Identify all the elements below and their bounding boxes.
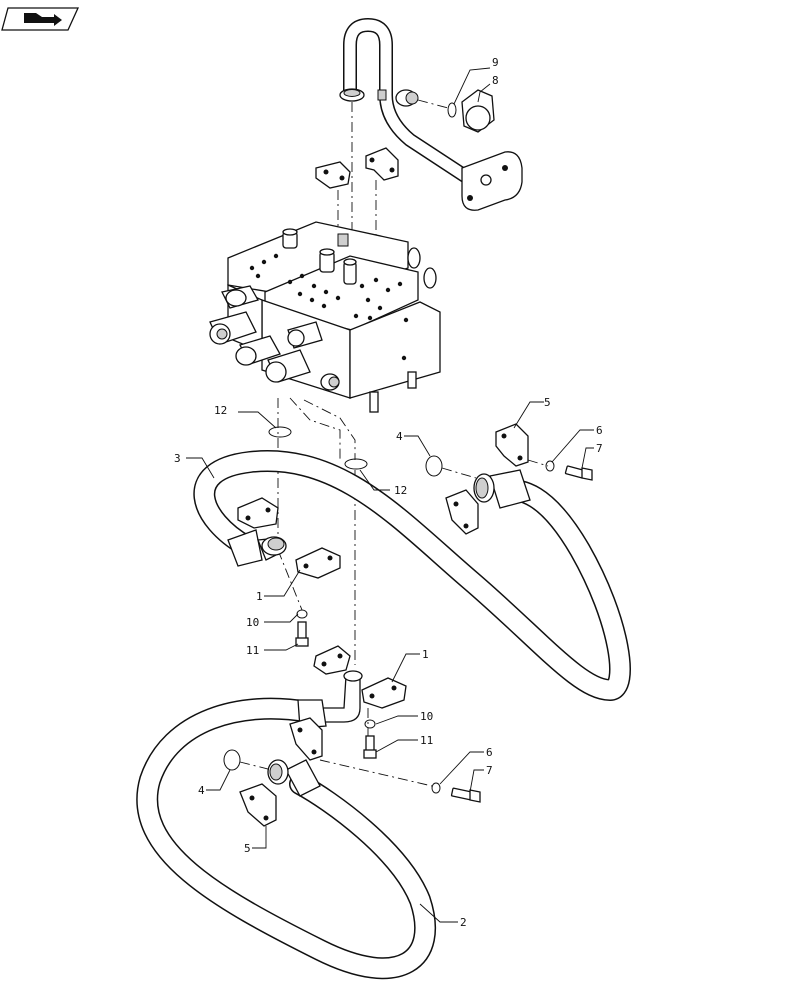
hose-3 <box>193 450 631 702</box>
callout-7-lower: 7 <box>486 764 493 777</box>
cap-nut-8 <box>461 89 495 133</box>
washer-6-lower <box>431 782 441 794</box>
callout-10-lower: 10 <box>420 710 433 723</box>
callout-11-upper: 11 <box>246 644 259 657</box>
o-ring-4-upper <box>425 455 443 477</box>
callout-1-lower: 1 <box>422 648 429 661</box>
callout-4-lower: 4 <box>198 784 205 797</box>
elbow-fitting-lower <box>315 670 363 723</box>
clamp-half-1-upper <box>295 547 341 579</box>
callout-5-upper: 5 <box>544 396 551 409</box>
clamp-half-top-left <box>315 161 351 189</box>
callout-10-upper: 10 <box>246 616 259 629</box>
callout-6-upper: 6 <box>596 424 603 437</box>
washer-10-upper <box>296 609 308 619</box>
bent-tube-assembly <box>339 17 523 211</box>
control-valve-block <box>209 221 441 413</box>
solenoid-cartridges <box>209 285 340 391</box>
bolt-11-lower <box>363 735 377 759</box>
callout-12-lower: 12 <box>394 484 407 497</box>
callout-1-upper: 1 <box>256 590 263 603</box>
bolt-7-lower <box>450 787 481 803</box>
clamp-half-right-lower <box>289 717 323 761</box>
clamp-half-lower-left <box>313 645 351 675</box>
callout-leaders <box>186 67 594 923</box>
o-ring-4-lower <box>223 749 241 771</box>
callout-4-upper: 4 <box>396 430 403 443</box>
o-ring-12-upper <box>268 426 292 438</box>
callout-5-lower: 5 <box>244 842 251 855</box>
callout-3: 3 <box>174 452 181 465</box>
valve-port-holes <box>249 253 409 361</box>
clamp-half-5-upper <box>495 423 529 467</box>
callout-9: 9 <box>492 56 499 69</box>
snap-ring-9 <box>447 102 457 118</box>
washer-10-lower <box>364 719 376 729</box>
callout-2: 2 <box>460 916 467 929</box>
bolt-11-upper <box>295 621 309 647</box>
forward-arrow-icon[interactable] <box>1 7 80 31</box>
clamp-half-left-5-upper <box>445 489 479 535</box>
hose-2 <box>136 697 436 980</box>
clamp-half-1-lower <box>361 677 407 709</box>
clamp-half-5-lower <box>239 783 277 827</box>
clamp-half-left-upper <box>237 497 279 529</box>
bolt-7-upper <box>564 465 593 481</box>
washer-6-upper <box>545 460 555 472</box>
o-ring-12-lower <box>344 458 368 470</box>
callout-8: 8 <box>492 74 499 87</box>
callout-11-lower: 11 <box>420 734 433 747</box>
callout-6-lower: 6 <box>486 746 493 759</box>
clamp-half-top-right <box>365 147 399 181</box>
callout-7-upper: 7 <box>596 442 603 455</box>
callout-labels: 9 8 12 12 3 4 5 6 7 1 10 11 1 10 11 6 7 … <box>174 56 603 929</box>
callout-12-upper: 12 <box>214 404 227 417</box>
